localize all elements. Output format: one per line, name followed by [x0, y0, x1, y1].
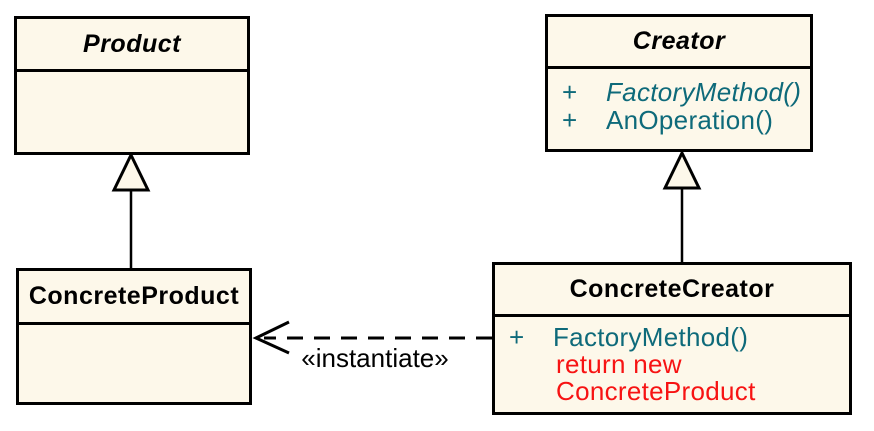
method-signature: FactoryMethod(): [606, 76, 802, 107]
dependency-instantiate-label: «instantiate»: [301, 343, 449, 373]
class-concrete-product: ConcreteProduct: [16, 268, 252, 405]
concrete-creator-method-factorymethod: + FactoryMethod(): [495, 322, 849, 352]
class-concrete-creator-title: ConcreteCreator: [495, 265, 849, 317]
visibility-sign: +: [562, 104, 578, 135]
visibility-sign: +: [562, 76, 578, 107]
class-concrete-creator: ConcreteCreator + FactoryMethod() return…: [492, 262, 852, 415]
method-signature: AnOperation(): [606, 104, 774, 135]
open-arrowhead-icon: [252, 320, 290, 355]
class-product-title: Product: [17, 19, 247, 72]
class-concrete-product-title: ConcreteProduct: [19, 271, 249, 325]
hollow-triangle-icon: [111, 151, 151, 192]
class-product-body: [17, 72, 247, 152]
class-concrete-creator-body: + FactoryMethod() return new ConcretePro…: [495, 317, 849, 412]
hollow-triangle-icon: [662, 149, 702, 190]
code-note-line: ConcreteProduct: [556, 376, 756, 406]
class-product: Product: [14, 16, 250, 155]
creator-method-anoperation: + AnOperation(): [548, 104, 810, 135]
class-creator: Creator + FactoryMethod() + AnOperation(…: [545, 14, 813, 152]
generalization-concretecreator-to-creator: [662, 149, 702, 262]
method-signature: FactoryMethod(): [553, 322, 749, 352]
class-concrete-product-body: [19, 325, 249, 402]
dependency-instantiate-arrow: [252, 320, 492, 355]
code-note-line: return new: [556, 349, 682, 379]
creator-method-factorymethod: + FactoryMethod(): [548, 76, 810, 107]
class-creator-title: Creator: [548, 17, 810, 69]
visibility-sign: +: [509, 322, 525, 352]
class-creator-body: + FactoryMethod() + AnOperation(): [548, 69, 810, 149]
generalization-concreteproduct-to-product: [111, 151, 151, 268]
